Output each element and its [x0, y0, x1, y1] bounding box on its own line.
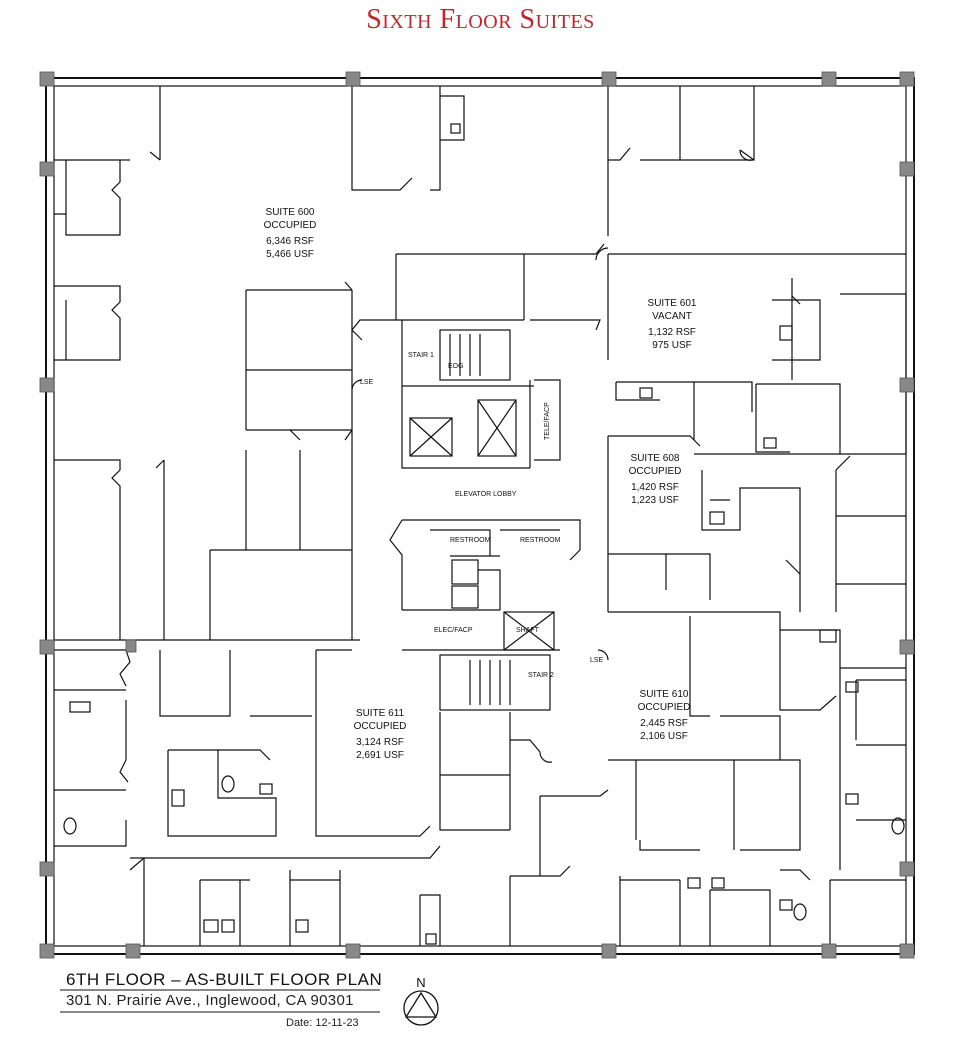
north-arrow-icon: N: [403, 975, 439, 1026]
suite-608-rsf: 1,420 RSF: [631, 482, 679, 493]
suite-610-name: SUITE 610: [640, 689, 689, 700]
door-swings: [351, 149, 753, 763]
suite-608-label: SUITE 608 OCCUPIED 1,420 RSF 1,223 USF: [629, 453, 682, 506]
suite-601-rsf: 1,132 RSF: [648, 327, 696, 338]
suite-601-status: VACANT: [652, 311, 692, 322]
suite-608-status: OCCUPIED: [629, 466, 682, 477]
restroom-left-label: RESTROOM: [450, 537, 491, 544]
suite-611-status: OCCUPIED: [354, 721, 407, 732]
stair-1-label: STAIR 1: [408, 352, 434, 359]
eog-label: EOG: [448, 363, 464, 370]
lse-right-label: LSE: [590, 657, 604, 664]
suite-600-walls: [54, 86, 360, 641]
suite-610-usf: 2,106 USF: [640, 731, 688, 742]
north-label: N: [416, 975, 425, 990]
shaft-label: SHAFT: [516, 627, 540, 634]
core-upper: [351, 243, 605, 469]
suite-610-label: SUITE 610 OCCUPIED 2,445 RSF 2,106 USF: [638, 689, 691, 742]
suite-608-name: SUITE 608: [631, 453, 680, 464]
suite-601-name: SUITE 601: [648, 298, 697, 309]
core-middle: [389, 519, 581, 831]
suite-601-label: SUITE 601 VACANT 1,132 RSF 975 USF: [648, 298, 697, 351]
suite-611-walls: [54, 649, 571, 946]
suite-610-rsf: 2,445 RSF: [640, 718, 688, 729]
suite-601-usf: 975 USF: [652, 340, 691, 351]
suite-600-usf: 5,466 USF: [266, 249, 314, 260]
suite-611-rsf: 3,124 RSF: [356, 737, 404, 748]
suite-610-walls: [608, 611, 906, 870]
suite-600-name: SUITE 600: [266, 207, 315, 218]
suite-601-walls: [607, 86, 907, 455]
plan-date: Date: 12-11-23: [286, 1017, 359, 1029]
suite-611-label: SUITE 611 OCCUPIED 3,124 RSF 2,691 USF: [354, 708, 407, 761]
suite-610-status: OCCUPIED: [638, 702, 691, 713]
bottom-right-rooms: [539, 789, 906, 946]
top-center-rooms: [351, 86, 465, 191]
plan-title: 6TH FLOOR – AS-BUILT FLOOR PLAN: [66, 970, 383, 989]
elec-room-label: ELEC/FACP: [434, 627, 473, 634]
page-title: Sixth Floor Suites: [366, 4, 595, 35]
suite-600-label: SUITE 600 OCCUPIED 6,346 RSF 5,466 USF: [264, 207, 317, 260]
plan-address: 301 N. Prairie Ave., Inglewood, CA 90301: [66, 992, 354, 1009]
stair-2-label: STAIR 2: [528, 672, 554, 679]
exterior-wall-inner: [53, 85, 907, 947]
lse-left-label: LSE: [360, 379, 374, 386]
suite-608-usf: 1,223 USF: [631, 495, 679, 506]
suite-611-usf: 2,691 USF: [356, 750, 404, 761]
tele-room-label: TELE/FACP: [544, 402, 551, 440]
structural-columns: [39, 71, 915, 959]
exterior-wall-outer: [45, 77, 915, 955]
suite-611-name: SUITE 611: [356, 708, 405, 719]
suite-600-status: OCCUPIED: [264, 220, 317, 231]
restroom-right-label: RESTROOM: [520, 537, 561, 544]
suite-600-rsf: 6,346 RSF: [266, 236, 314, 247]
suite-608-walls: [607, 435, 906, 612]
elevator-lobby-label: ELEVATOR LOBBY: [455, 491, 517, 498]
